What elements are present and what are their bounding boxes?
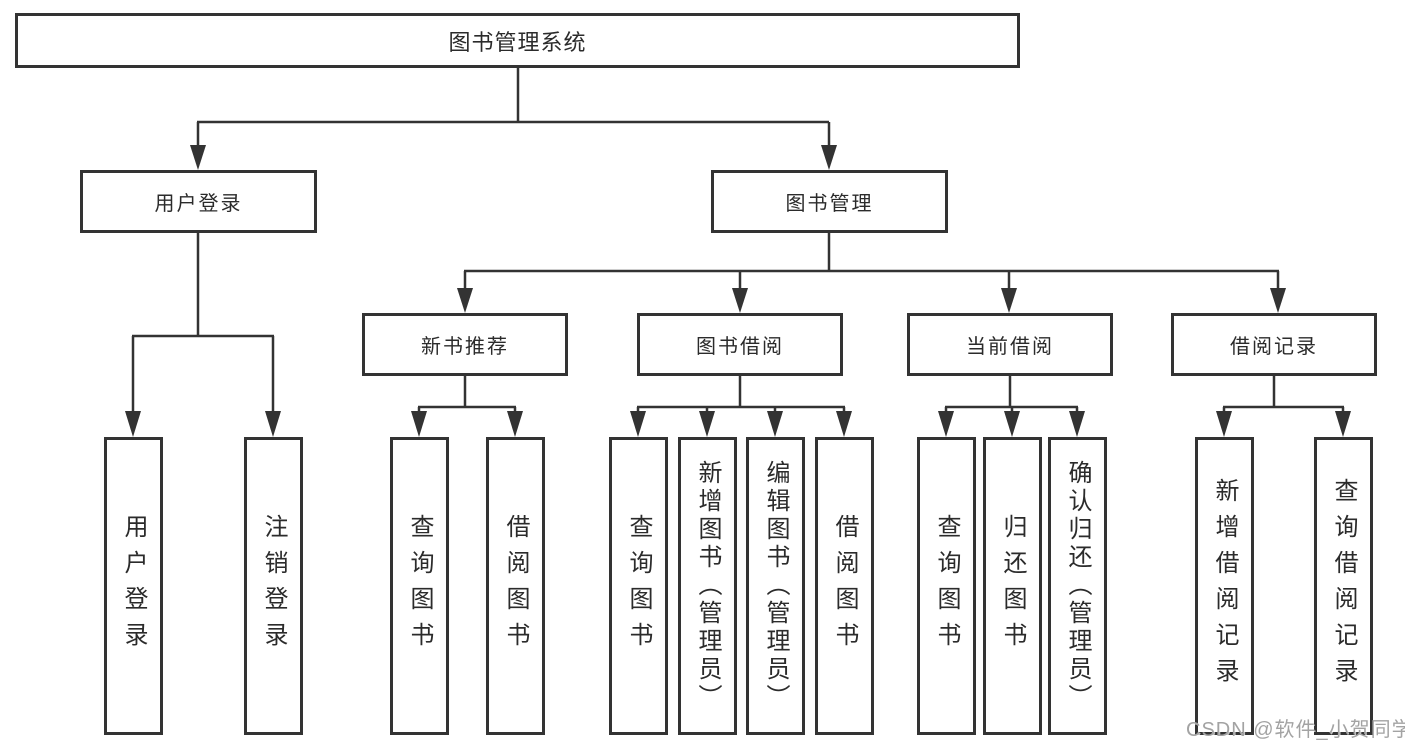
arrowheads-user-login [125, 411, 281, 437]
node-user-login: 用户登录 [80, 170, 317, 233]
leaf-query-books-recommend: 查询图书 [390, 437, 449, 735]
leaf-query-books-current: 查询图书 [917, 437, 976, 735]
connector-user-login [131, 233, 275, 414]
leaf-logout: 注销登录 [244, 437, 303, 735]
connector-new-book-recommend [417, 376, 517, 414]
leaf-add-books-admin: 新增图书（管理员） [678, 437, 737, 735]
leaf-label: 新增借阅记录 [1211, 478, 1238, 694]
connector-current-borrow [944, 376, 1079, 414]
leaf-label: 注销登录 [260, 514, 287, 658]
leaf-label: 归还图书 [999, 514, 1026, 658]
connector-borrow-records [1222, 376, 1345, 414]
connector-book-borrow [636, 376, 846, 414]
leaf-label: 查询图书 [933, 514, 960, 658]
leaf-label: 查询借阅记录 [1330, 478, 1357, 694]
leaf-query-books-borrow: 查询图书 [609, 437, 668, 735]
leaf-label: 借阅图书 [831, 514, 858, 658]
leaf-user-login: 用户登录 [104, 437, 163, 735]
leaf-borrow-books-recommend: 借阅图书 [486, 437, 545, 735]
leaf-label: 查询图书 [625, 514, 652, 658]
node-borrow-records: 借阅记录 [1171, 313, 1377, 376]
leaf-label: 新增图书（管理员） [694, 460, 721, 712]
leaf-label: 用户登录 [120, 514, 147, 658]
node-book-management: 图书管理 [711, 170, 948, 233]
leaf-label: 确认归还（管理员） [1064, 460, 1091, 712]
leaf-borrow-books: 借阅图书 [815, 437, 874, 735]
leaf-add-borrow-record: 新增借阅记录 [1195, 437, 1254, 735]
leaf-return-books: 归还图书 [983, 437, 1042, 735]
leaf-label: 查询图书 [406, 514, 433, 658]
leaf-label: 编辑图书（管理员） [762, 460, 789, 712]
arrowheads-level3 [457, 288, 1286, 313]
leaf-query-borrow-record: 查询借阅记录 [1314, 437, 1373, 735]
node-current-borrow: 当前借阅 [907, 313, 1113, 376]
leaf-confirm-return-admin: 确认归还（管理员） [1048, 437, 1107, 735]
arrowheads-level2 [190, 145, 837, 170]
node-book-borrow: 图书借阅 [637, 313, 843, 376]
connector-root [196, 68, 831, 148]
arrowheads-leaves [411, 411, 1351, 437]
watermark: CSDN @软件_小贺同学 [1186, 719, 1405, 741]
leaf-label: 借阅图书 [502, 514, 529, 658]
connector-book-management [463, 233, 1280, 291]
node-library-management-system: 图书管理系统 [15, 13, 1020, 68]
node-new-book-recommend: 新书推荐 [362, 313, 568, 376]
leaf-edit-books-admin: 编辑图书（管理员） [746, 437, 805, 735]
